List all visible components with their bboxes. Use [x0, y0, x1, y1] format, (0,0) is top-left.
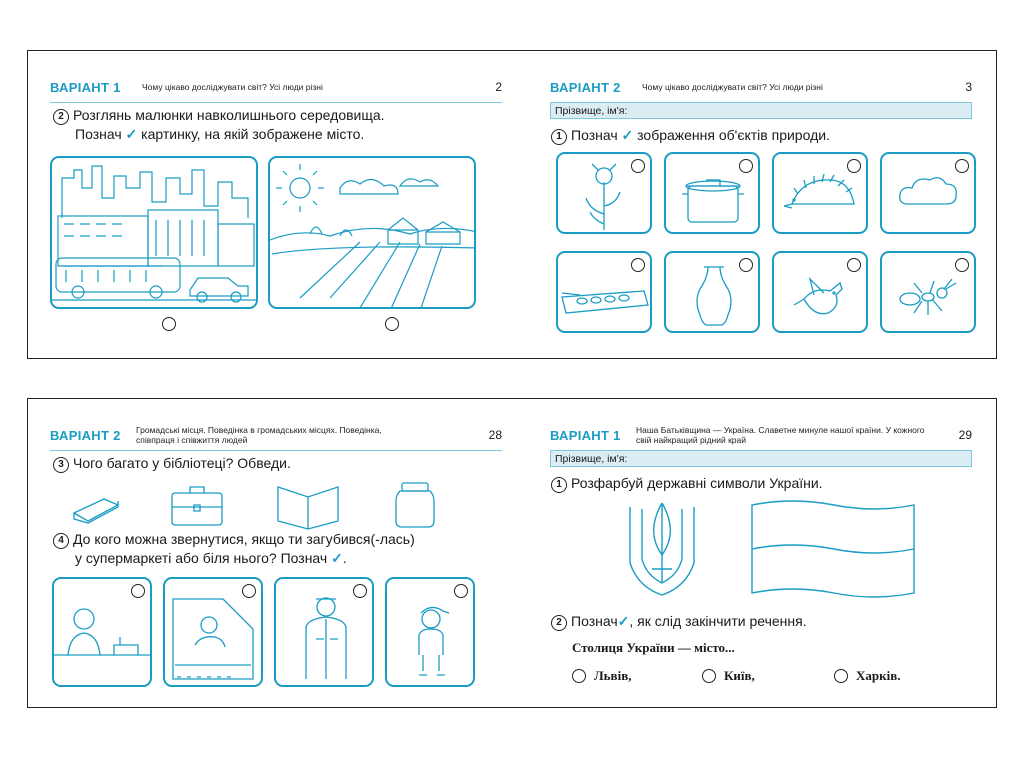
page-number: 29	[958, 428, 972, 442]
option-label: Київ,	[724, 668, 755, 683]
page-header: ВАРІАНТ 1 Чому цікаво досліджувати світ?…	[50, 76, 502, 103]
task-text: Познач	[571, 127, 618, 143]
answer-circle-city[interactable]	[162, 317, 176, 331]
top-spread: ВАРІАНТ 1 Чому цікаво досліджувати світ?…	[27, 50, 997, 359]
task-number: 1	[551, 129, 567, 145]
card-cashier[interactable]	[52, 577, 152, 687]
answer-circle[interactable]	[834, 669, 848, 683]
answer-circle-village[interactable]	[385, 317, 399, 331]
answer-circle[interactable]	[955, 159, 969, 173]
card-taxi-driver[interactable]	[163, 577, 263, 687]
task-text: , як слід закінчити речення.	[629, 613, 807, 629]
sentence: Столиця України — місто...	[572, 640, 735, 655]
village-picture	[268, 156, 476, 309]
task-text: Познач	[75, 126, 122, 142]
answer-circle[interactable]	[847, 258, 861, 272]
answer-circle[interactable]	[955, 258, 969, 272]
page-2: ВАРІАНТ 1 Чому цікаво досліджувати світ?…	[50, 51, 502, 358]
task-number: 2	[53, 109, 69, 125]
card-child[interactable]	[385, 577, 475, 687]
option-label: Харків.	[856, 668, 901, 683]
answer-circle[interactable]	[572, 669, 586, 683]
task-text: картинку, на якій зображене місто.	[141, 126, 365, 142]
coat-of-arms-icon[interactable]	[622, 499, 702, 599]
option-lviv[interactable]: Львів,	[572, 667, 631, 685]
name-field[interactable]: Прізвище, ім'я:	[550, 450, 972, 467]
answer-circle[interactable]	[739, 258, 753, 272]
topic-text: Наша Батьківщина — Україна. Славетне мин…	[636, 425, 925, 445]
page-header: ВАРІАНТ 2 Громадські місця. Поведінка в …	[50, 424, 502, 451]
variant-label: ВАРІАНТ 1	[50, 80, 121, 95]
task-text: у супермаркеті або біля нього? Познач	[75, 550, 328, 566]
topic-text: Чому цікаво досліджувати світ? Усі люди …	[642, 82, 823, 92]
task-text: зображення об'єктів природи.	[637, 127, 830, 143]
task-text: Познач	[571, 613, 618, 629]
variant-label: ВАРІАНТ 2	[50, 428, 121, 443]
option-label: Львів,	[594, 668, 632, 683]
page-3: ВАРІАНТ 2 Чому цікаво досліджувати світ?…	[550, 51, 976, 358]
check-mark-icon: ✓	[331, 550, 343, 566]
task-number: 1	[551, 477, 567, 493]
task-text: Розглянь малюнки навколишнього середовищ…	[73, 107, 385, 123]
card-bird[interactable]	[772, 251, 868, 333]
task-text: До кого можна звернутися, якщо ти загуби…	[73, 531, 415, 547]
card-flower[interactable]	[556, 152, 652, 234]
jar-icon	[395, 482, 435, 528]
answer-circle[interactable]	[847, 159, 861, 173]
card-guard[interactable]	[274, 577, 374, 687]
task-number: 3	[53, 457, 69, 473]
topic-text: Громадські місця. Поведінка в громадськи…	[136, 425, 382, 445]
card-paintbox[interactable]	[556, 251, 652, 333]
page-header: ВАРІАНТ 1 Наша Батьківщина — Україна. Сл…	[550, 424, 972, 451]
card-vase[interactable]	[664, 251, 760, 333]
eraser-icon	[72, 498, 120, 524]
answer-circle[interactable]	[131, 584, 145, 598]
library-items	[72, 482, 435, 530]
card-cloud[interactable]	[880, 152, 976, 234]
page-header: ВАРІАНТ 2 Чому цікаво досліджувати світ?…	[550, 76, 972, 103]
answer-circle[interactable]	[631, 258, 645, 272]
task-number: 2	[551, 615, 567, 631]
task-text: Чого багато у бібліотеці? Обведи.	[73, 455, 291, 471]
page-29: ВАРІАНТ 1 Наша Батьківщина — Україна. Сл…	[550, 399, 972, 707]
answer-circle[interactable]	[702, 669, 716, 683]
answer-circle[interactable]	[631, 159, 645, 173]
option-kyiv[interactable]: Київ,	[702, 667, 755, 685]
task-number: 4	[53, 533, 69, 549]
variant-label: ВАРІАНТ 1	[550, 428, 621, 443]
task-text: Розфарбуй державні символи України.	[571, 475, 823, 491]
check-mark-icon: ✓	[617, 613, 630, 629]
page-28: ВАРІАНТ 2 Громадські місця. Поведінка в …	[50, 399, 502, 707]
name-field[interactable]: Прізвище, ім'я:	[550, 102, 972, 119]
variant-label: ВАРІАНТ 2	[550, 80, 621, 95]
check-mark-icon: ✓	[125, 126, 138, 142]
answer-circle[interactable]	[739, 159, 753, 173]
option-kharkiv[interactable]: Харків.	[834, 667, 901, 685]
card-hedgehog[interactable]	[772, 152, 868, 234]
page-number: 2	[495, 80, 502, 94]
answer-circle[interactable]	[353, 584, 367, 598]
card-pot[interactable]	[664, 152, 760, 234]
task-text: .	[342, 550, 347, 566]
answer-circle[interactable]	[454, 584, 468, 598]
check-mark-icon: ✓	[621, 127, 634, 143]
book-icon	[277, 486, 339, 530]
briefcase-icon	[171, 486, 223, 526]
flag-icon[interactable]	[748, 499, 918, 601]
page-number: 3	[965, 80, 972, 94]
city-picture	[50, 156, 258, 309]
card-ant[interactable]	[880, 251, 976, 333]
topic-text: Чому цікаво досліджувати світ? Усі люди …	[142, 82, 323, 92]
bottom-spread: ВАРІАНТ 2 Громадські місця. Поведінка в …	[27, 398, 997, 708]
page-number: 28	[488, 428, 502, 442]
answer-circle[interactable]	[242, 584, 256, 598]
